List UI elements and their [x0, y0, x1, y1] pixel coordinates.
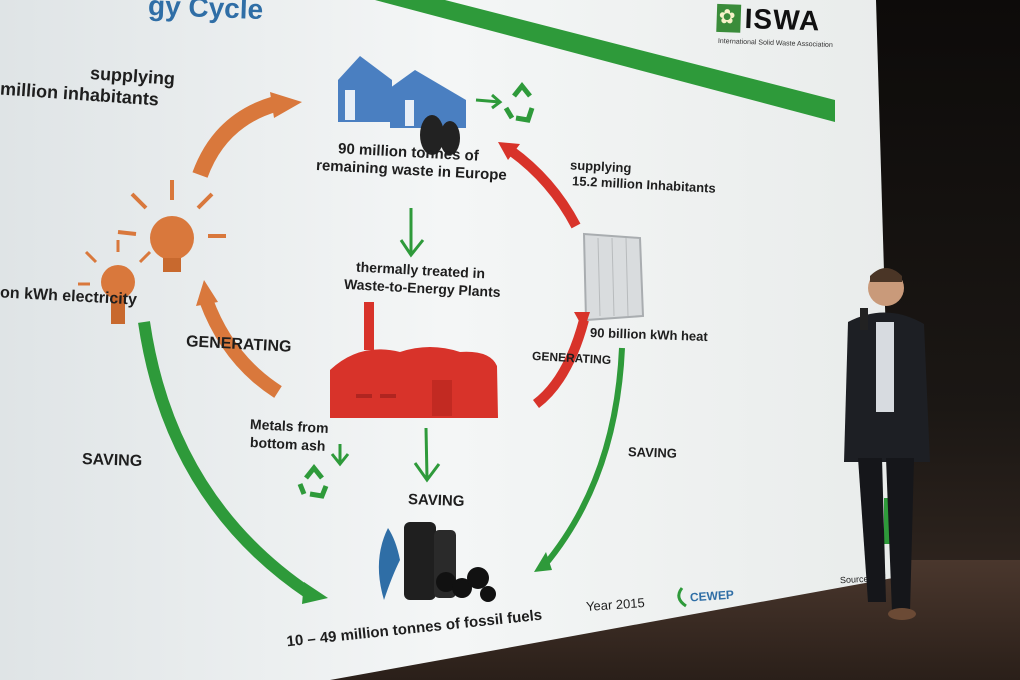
- down-arrow-1: [399, 208, 425, 258]
- down-arrow-2: [413, 427, 441, 483]
- iswa-logo: ISWA International Solid Waste Associati…: [715, 2, 837, 78]
- saving-left: SAVING: [81, 450, 143, 471]
- lightbulb-icon-large: [117, 180, 226, 272]
- cewep-logo-mark: [677, 587, 687, 608]
- houses-icon: [338, 56, 466, 128]
- header-bar: [375, 0, 835, 122]
- green-arrow-left: [138, 321, 314, 599]
- microphone-icon: [860, 308, 868, 330]
- presenter-leg-right: [886, 458, 914, 612]
- saving-right: SAVING: [627, 444, 678, 461]
- presenter-leg-left: [858, 458, 886, 602]
- saving-center: SAVING: [407, 491, 465, 510]
- logo-subtitle: International Solid Waste Association: [717, 37, 833, 49]
- factory-icon: [330, 302, 498, 418]
- garbage-bags-icon: [420, 115, 460, 155]
- green-arrowhead-left: [302, 582, 328, 604]
- radiator-icon: [582, 232, 645, 322]
- recycle-icon-metals: [297, 463, 329, 499]
- logo-text: ISWA: [744, 2, 821, 37]
- lightbulb-icon-small: [78, 240, 152, 324]
- green-arrow-right: [541, 347, 625, 568]
- fossil-fuels-icon: [378, 522, 496, 602]
- presenter-hair: [870, 268, 902, 282]
- orange-arrowhead-upper: [270, 92, 302, 118]
- presenter-shoe: [888, 608, 916, 620]
- orange-arrowhead-lower: [196, 280, 218, 306]
- red-arrowhead-upper: [498, 142, 520, 160]
- orange-arrow-lower: [199, 297, 282, 398]
- red-arrowhead-lower: [574, 312, 590, 330]
- red-arrow-lower: [532, 318, 589, 408]
- flower-icon: [716, 3, 742, 33]
- recycle-arrow-top: [475, 93, 503, 110]
- red-arrow-upper: [507, 145, 581, 229]
- presenter-shirt: [876, 322, 894, 412]
- green-arrowhead-right: [534, 552, 552, 572]
- presenter-figure: [844, 268, 930, 620]
- metals-down-arrow: [330, 444, 350, 467]
- slide-title: gy Cycle: [147, 0, 264, 26]
- recycle-icon-top: [503, 81, 535, 123]
- orange-arrow-upper: [192, 96, 278, 178]
